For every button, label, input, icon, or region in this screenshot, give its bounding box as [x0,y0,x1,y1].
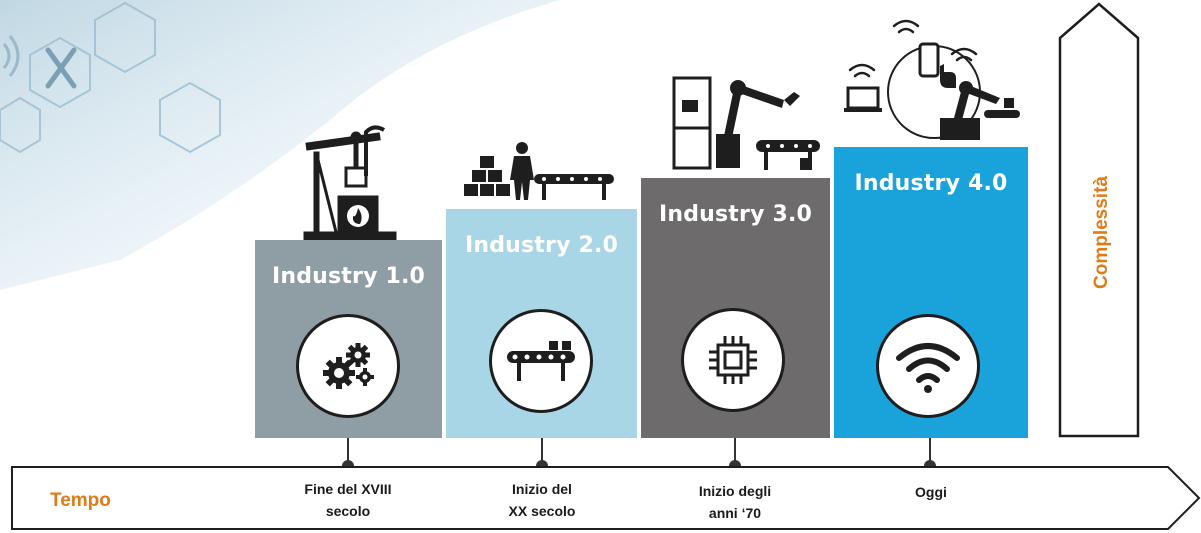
time-label-industry-1: Fine del XVIII secolo [304,481,392,519]
complexity-label: Complessità [1091,176,1112,289]
time-label-industry-4: Oggi [915,484,947,500]
industry-3-stem [734,438,736,466]
industry-2-block: Industry 2.0 [446,209,637,438]
connected-devices-illustration [844,19,1020,140]
time-label: Tempo [50,490,111,511]
time-arrow [11,466,1201,530]
robot-arm-illustration [672,76,820,170]
conveyor-icon [489,309,593,413]
industry-1-title: Industry 1.0 [271,264,426,289]
pumpjack-furnace-illustration [303,125,397,240]
industry-3-title: Industry 3.0 [658,202,813,227]
industry-1-stem [347,438,349,466]
industry-1-block: Industry 1.0 [255,240,442,438]
industry-2-stem [541,438,543,466]
industry-3-block: Industry 3.0 [641,178,830,438]
assembly-line-illustration [464,142,614,200]
industry-4-block: Industry 4.0 [834,147,1028,438]
chip-icon [681,308,785,412]
industry-4-stem [929,438,931,466]
gears-icon [296,314,400,418]
wifi-icon [876,314,980,418]
time-label-industry-2: Inizio del XX secolo [508,481,576,519]
time-label-industry-3: Inizio degli anni ‘70 [698,483,772,521]
industry-4-title: Industry 4.0 [854,171,1008,196]
complexity-arrow [1058,2,1140,438]
industry-2-title: Industry 2.0 [464,233,619,258]
